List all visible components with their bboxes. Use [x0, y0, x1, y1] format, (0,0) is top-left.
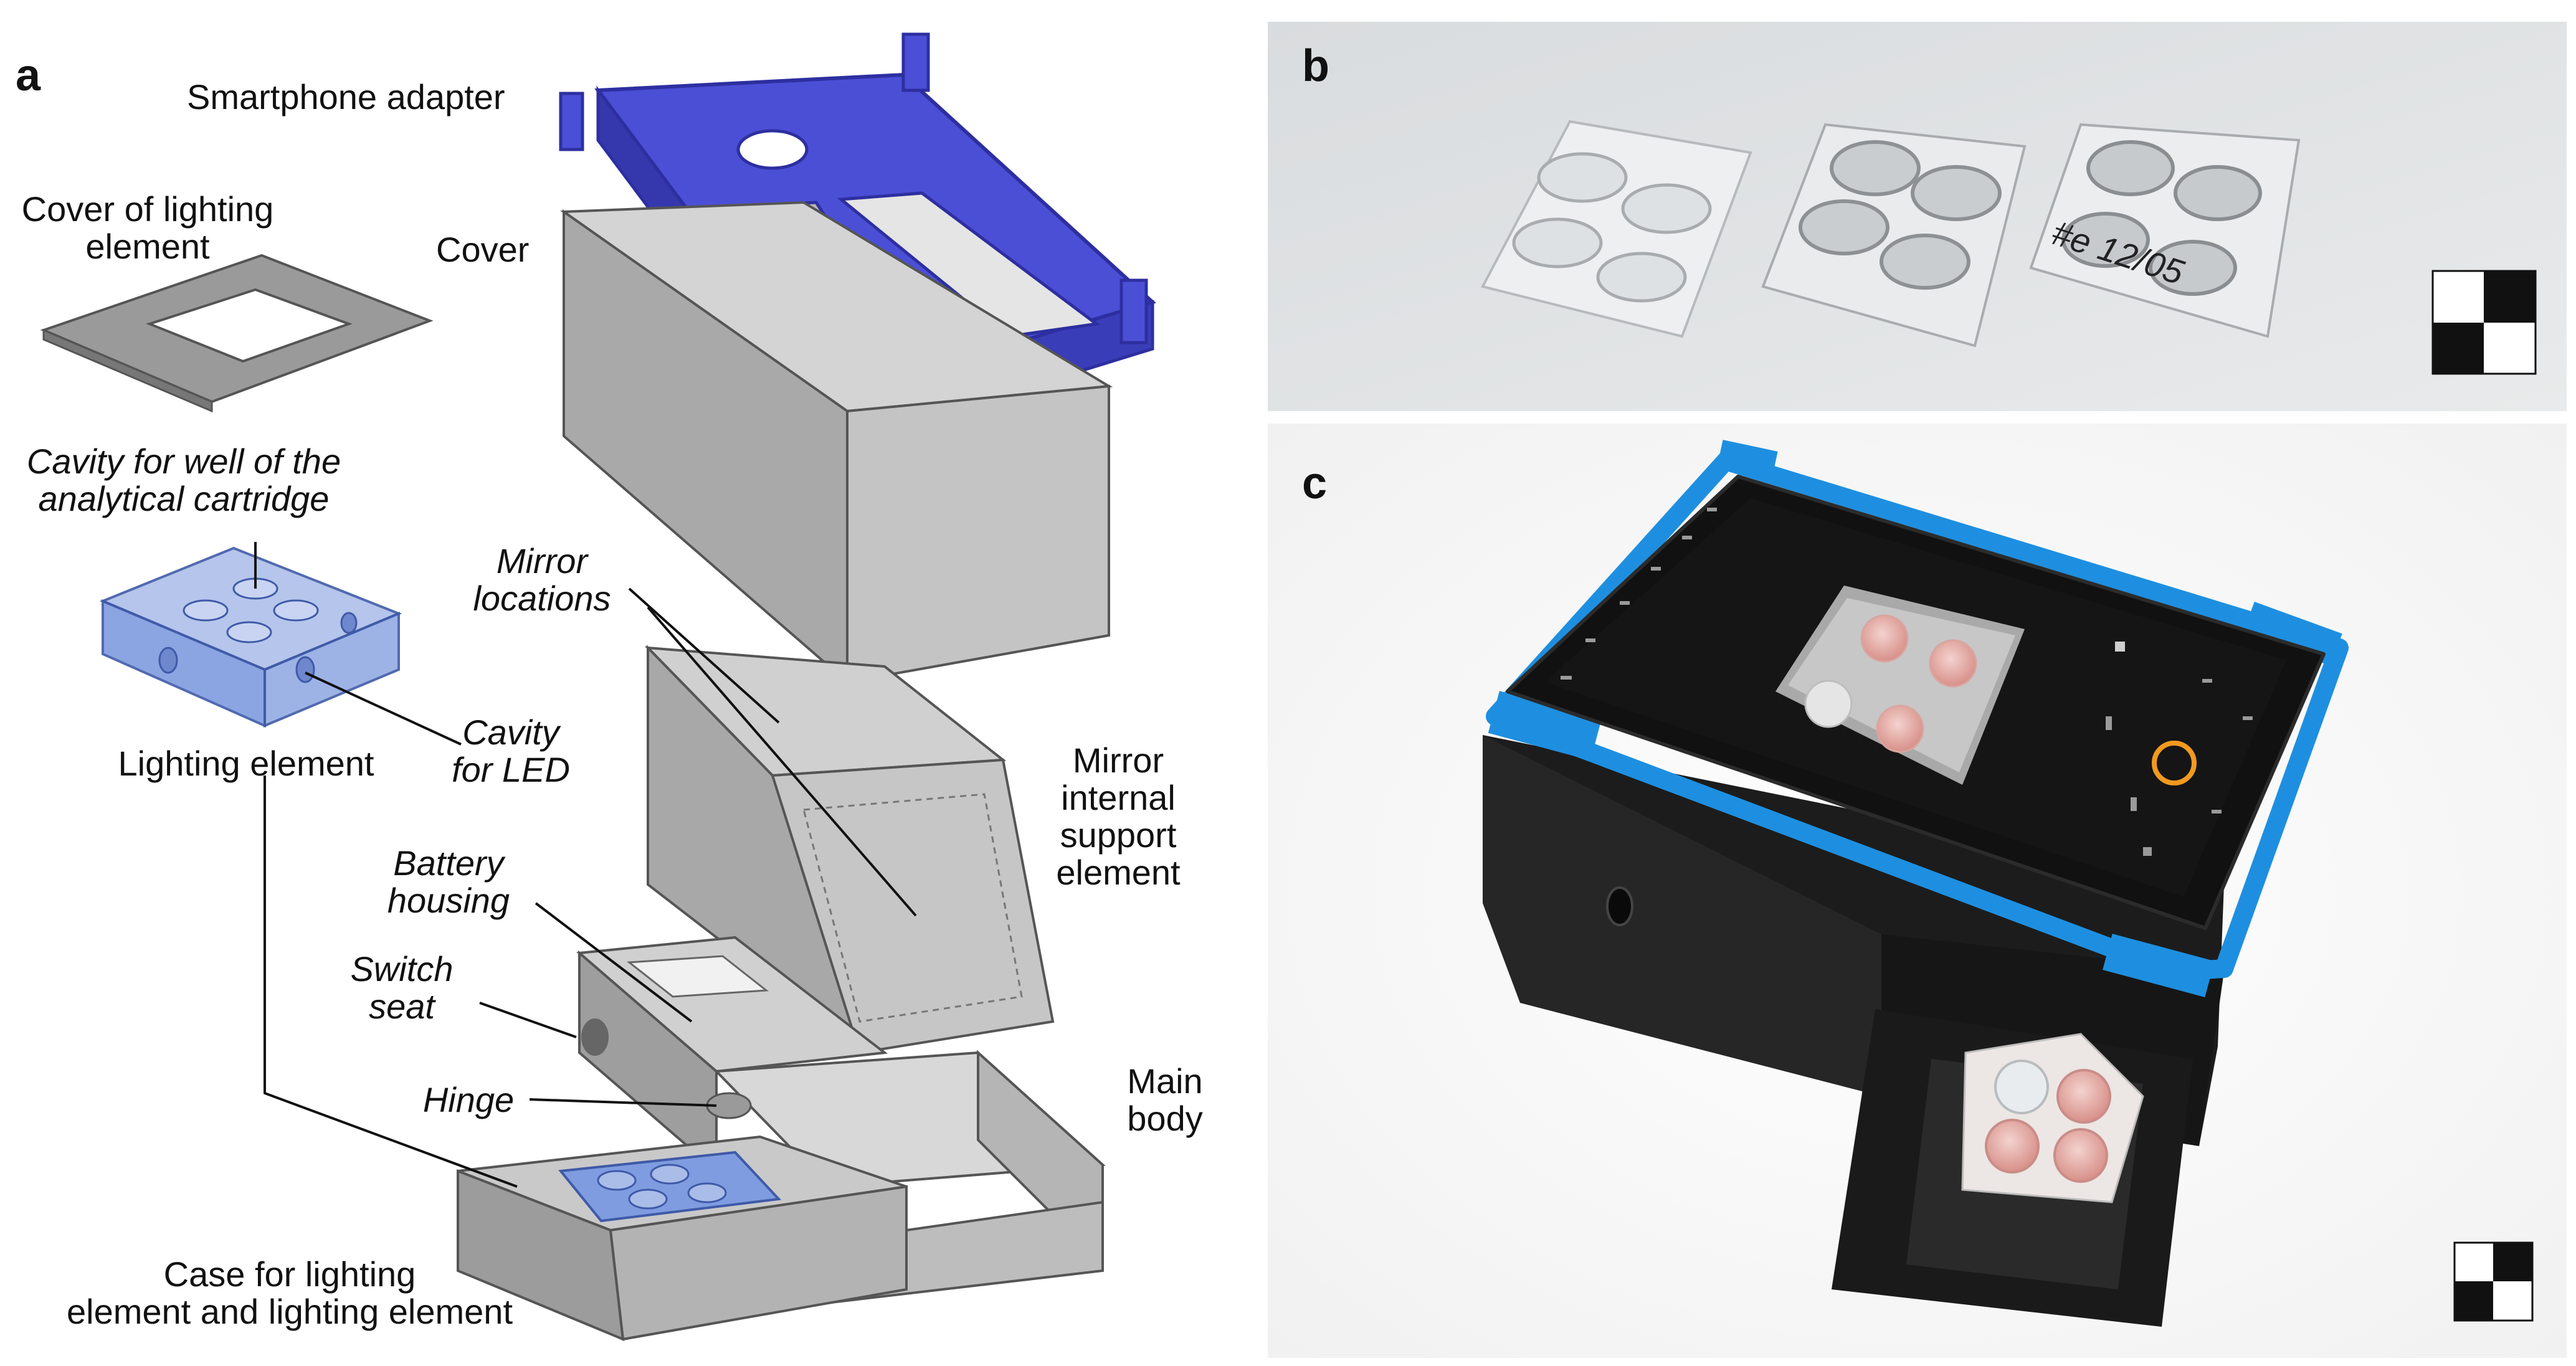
panel-b: b #e 12/05 [1268, 22, 2567, 411]
label-mirror-locations-line2: locations [473, 579, 611, 618]
panel-c: c [1268, 424, 2567, 1358]
label-lighting-element: Lighting element [118, 744, 374, 783]
cartridge-2 [1761, 123, 2027, 348]
panel-letter-a: a [16, 50, 41, 100]
smartphone [1506, 475, 2326, 930]
label-mirror-locations-line1: Mirror [497, 541, 589, 581]
label-main-body-line1: Main [1127, 1061, 1202, 1101]
label-mirror-support-line1: Mirror [1073, 741, 1164, 780]
label-cover-of-lighting-line2: element [85, 227, 210, 266]
label-cover: Cover [436, 230, 529, 269]
label-mirror-support-line4: element [1056, 853, 1181, 892]
cartridge-1 [1481, 120, 1752, 338]
lighting-cover-part [40, 254, 434, 413]
label-battery-housing-line2: housing [387, 881, 510, 920]
panel-a-labels: Smartphone adapter Cover of lighting ele… [22, 77, 1203, 1331]
label-cavity-led-line1: Cavity [462, 713, 561, 752]
label-case-line2: element and lighting element [67, 1292, 513, 1331]
cover-part [560, 201, 1113, 685]
label-switch-seat-line2: seat [369, 987, 436, 1026]
label-battery-housing-line1: Battery [393, 843, 505, 883]
label-switch-seat-line1: Switch [351, 949, 454, 989]
label-main-body-line2: body [1127, 1099, 1202, 1138]
label-smartphone-adapter: Smartphone adapter [187, 77, 505, 116]
label-cover-of-lighting-line1: Cover of lighting [22, 189, 274, 229]
panel-letter-c: c [1302, 458, 1327, 508]
label-cavity-well-line1: Cavity for well of the [27, 442, 341, 481]
panel-letter-b: b [1302, 41, 1329, 91]
panel-a: a [16, 32, 1203, 1342]
label-case-line1: Case for lighting [164, 1255, 416, 1294]
photo-adapter [1486, 440, 2349, 997]
lighting-drawer [1832, 1009, 2193, 1327]
battery-housing-part [576, 936, 888, 1174]
label-cavity-well-line2: analytical cartridge [39, 479, 330, 518]
lighting-case-part [457, 1135, 908, 1342]
label-hinge: Hinge [423, 1080, 514, 1119]
leader-lines [254, 542, 917, 1188]
scale-marker-b [2431, 270, 2537, 375]
scale-marker-c [2453, 1241, 2534, 1322]
label-mirror-support-line3: support [1060, 815, 1177, 855]
cartridge-3: #e 12/05 [2029, 123, 2301, 338]
label-cavity-led-line2: for LED [452, 750, 570, 789]
label-mirror-support-line2: internal [1061, 778, 1176, 817]
lighting-element-part [99, 546, 402, 728]
